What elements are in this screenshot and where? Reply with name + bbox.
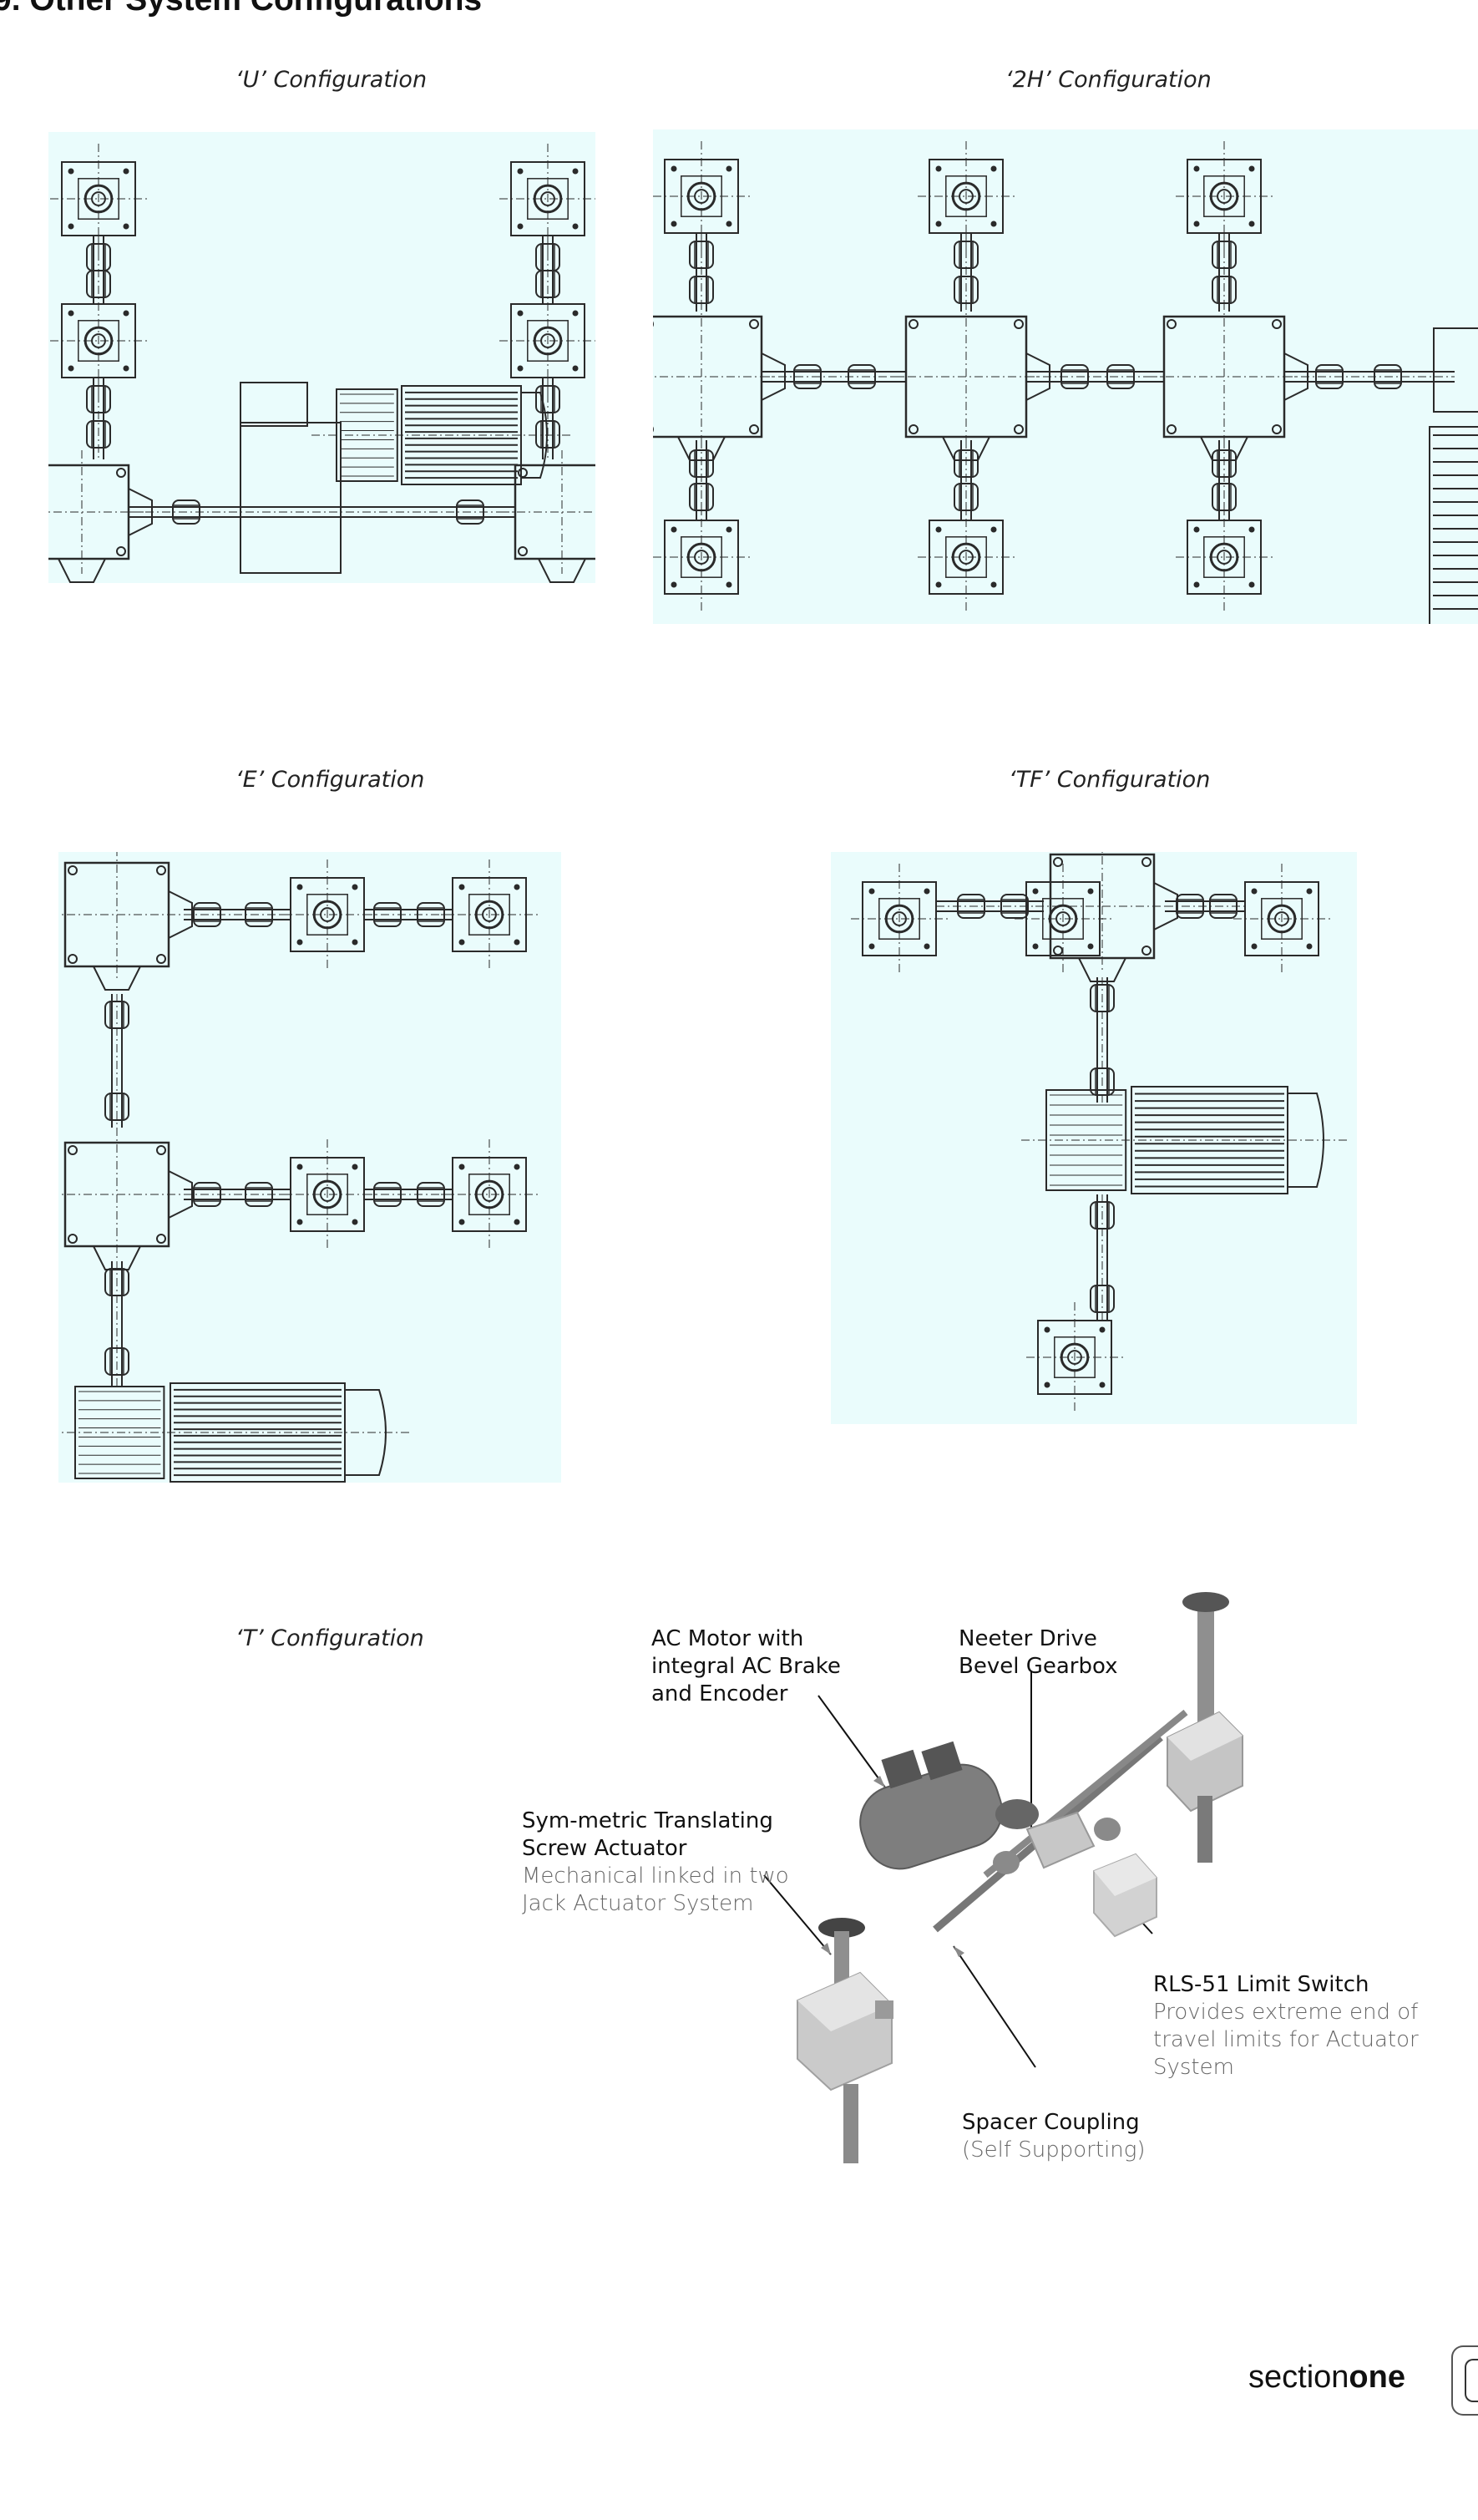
caption-2h-configuration: ‘2H’ Configuration [1005,67,1212,93]
shaft-coupling [1176,894,1204,919]
shaft-coupling [1106,364,1135,389]
shaft-coupling [86,420,111,449]
shaft-coupling [1090,1285,1115,1313]
bevel-gearbox [1149,302,1308,461]
shaft-coupling [245,902,273,927]
shaft-coupling [1209,894,1238,919]
screw-jack [918,502,1015,612]
actuator-title-line-1: Sym-metric Translating [522,1808,773,1833]
caption-e-configuration: ‘E’ Configuration [235,767,425,793]
bevel-gearbox [891,302,1050,461]
shaft-coupling [954,483,979,511]
shaft-coupling [535,420,560,449]
u-configuration-diagram [48,132,595,583]
shaft-coupling [104,1347,129,1376]
shaft-coupling [957,894,985,919]
shaft-coupling [417,902,445,927]
reduction-gearbox [240,382,342,574]
shaft-coupling [193,1182,221,1207]
shaft-coupling [1212,483,1237,511]
page-heading: 9. Other System Configurations [0,0,482,18]
tf-configuration-diagram [831,852,1357,1424]
caption-u-configuration: ‘U’ Configuration [235,67,428,93]
shaft-coupling [193,902,221,927]
motor-brake-unit [1429,327,1478,624]
limit-switch-callout: RLS-51 Limit Switch Provides extreme end… [1153,1971,1478,2081]
screw-jack [851,864,948,974]
shaft-coupling [689,449,714,478]
page-tab-inner [1465,2359,1478,2402]
screw-jack [279,859,376,970]
shaft-coupling [104,1268,129,1296]
section-name-light: section [1248,2360,1349,2395]
screw-jack [1233,864,1330,974]
shaft-coupling [535,385,560,413]
spacer-coupling-sub: (Self Supporting) [962,2137,1146,2163]
shaft-coupling [689,241,714,269]
shaft-coupling [373,1182,402,1207]
shaft-coupling [954,241,979,269]
spacer-coupling-title: Spacer Coupling [962,2110,1140,2135]
shaft-coupling [86,385,111,413]
screw-jack [279,1139,376,1250]
limit-switch-sub-line-1: Provides extreme end of [1153,2000,1419,2025]
gearbox-label-line-2: Bevel Gearbox [959,1654,1118,1679]
shaft-coupling [373,902,402,927]
shaft-coupling [104,1093,129,1121]
shaft-coupling [1315,364,1344,389]
screw-jack [441,859,538,970]
bevel-gearbox [58,852,193,991]
screw-jack [441,1139,538,1250]
shaft-coupling [1374,364,1402,389]
e-configuration-diagram [58,852,561,1483]
bevel-gearbox-callout: Neeter Drive Bevel Gearbox [959,1625,1117,1681]
shaft-coupling [1090,1201,1115,1230]
limit-switch-sub-line-2: travel limits for Actuator System [1153,2027,1419,2080]
ac-motor-label-line-1: AC Motor with [651,1626,804,1651]
actuator-title-line-2: Screw Actuator [522,1836,687,1861]
screw-jack [1026,1302,1123,1412]
bevel-gearbox [58,1128,193,1270]
shaft-coupling [689,483,714,511]
shaft-coupling [172,499,200,525]
shaft-coupling [245,1182,273,1207]
shaft-coupling [86,270,111,298]
actuator-sub-line-2: Jack Actuator System [522,1891,754,1916]
shaft-coupling [1000,894,1029,919]
actuator-sub-line-1: Mechanical linked in two [522,1863,789,1889]
shaft-coupling [417,1182,445,1207]
ac-motor [58,1382,409,1483]
ac-motor [1021,1086,1347,1194]
shaft-coupling [456,499,484,525]
shaft-coupling [1090,984,1115,1012]
shaft-coupling [1060,364,1089,389]
2h-configuration-diagram [653,129,1478,624]
limit-switch-title: RLS-51 Limit Switch [1153,1972,1369,1997]
section-name-bold: one [1349,2360,1405,2395]
shaft-coupling [793,364,822,389]
screw-jack [1015,864,1111,974]
ac-motor [311,385,570,485]
shaft-coupling [535,270,560,298]
t-configuration-photo [763,1592,1243,2163]
shaft-coupling [104,1001,129,1029]
screw-jack [1176,502,1273,612]
shaft-coupling [1212,241,1237,269]
gearbox-label-line-1: Neeter Drive [959,1626,1097,1651]
shaft-coupling [1212,449,1237,478]
shaft-coupling [848,364,876,389]
section-name: sectionone [1248,2360,1405,2396]
ac-motor-label-line-2: integral AC Brake [651,1654,841,1679]
spacer-coupling-callout: Spacer Coupling (Self Supporting) [962,2109,1146,2164]
caption-tf-configuration: ‘TF’ Configuration [1009,767,1211,793]
screw-actuator-callout: Sym-metric Translating Screw Actuator Me… [522,1808,789,1918]
ac-motor-callout: AC Motor with integral AC Brake and Enco… [651,1625,841,1708]
caption-t-configuration: ‘T’ Configuration [235,1625,424,1651]
shaft-coupling [954,449,979,478]
ac-motor-label-line-3: and Encoder [651,1681,788,1706]
screw-jack [653,502,750,612]
